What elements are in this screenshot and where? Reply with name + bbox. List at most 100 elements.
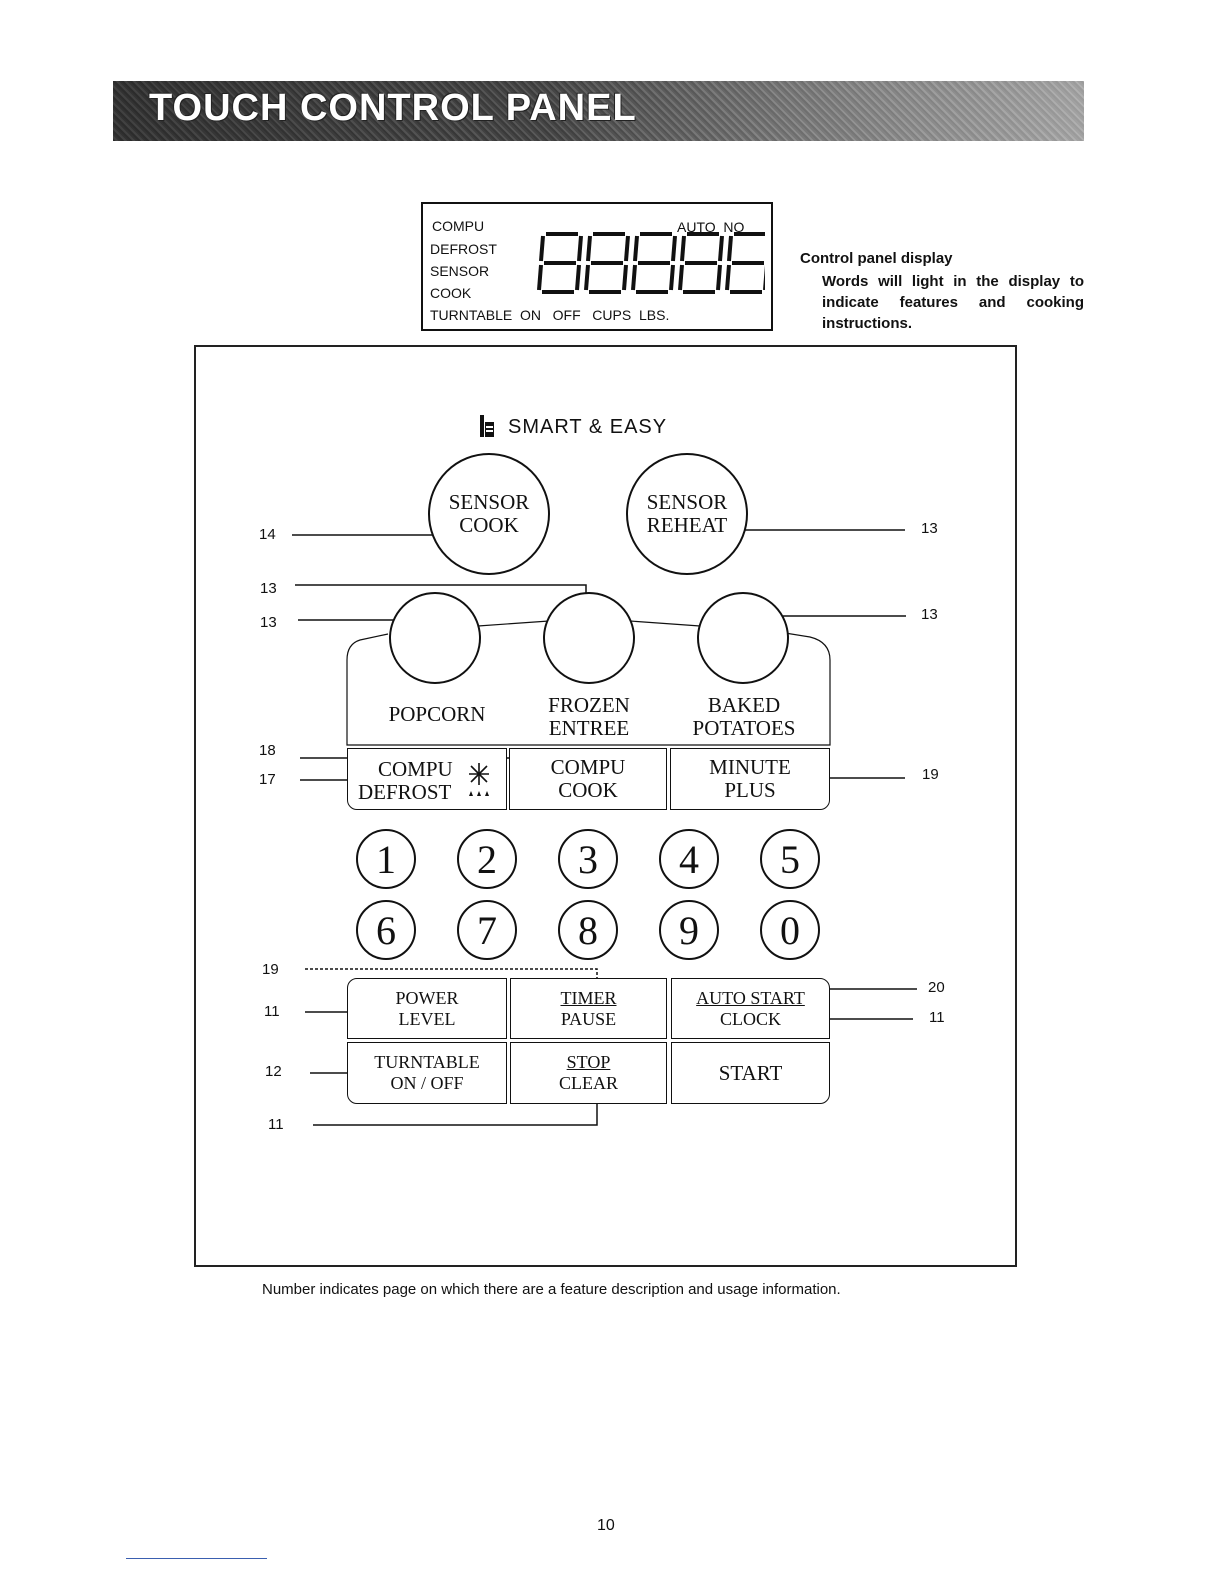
timer-pause-button[interactable]: TIMER PAUSE bbox=[510, 978, 667, 1039]
brand-logo-icon bbox=[480, 415, 494, 437]
digit-4-segment-2 bbox=[718, 235, 724, 262]
display-status-labels: TURNTABLE ON OFF CUPS LBS. bbox=[430, 307, 670, 323]
turntable-label-line1: TURNTABLE bbox=[374, 1052, 480, 1072]
frozen-entree-label-line2: ENTREE bbox=[548, 716, 630, 740]
display-note-title: Control panel display bbox=[800, 250, 953, 267]
callout-clock: 11 bbox=[929, 1009, 945, 1026]
frozen-entree-button[interactable] bbox=[543, 592, 635, 684]
sensor-reheat-label-line1: SENSOR bbox=[646, 490, 728, 514]
number-key-9[interactable]: 9 bbox=[659, 900, 719, 960]
number-key-5[interactable]: 5 bbox=[760, 829, 820, 889]
seven-segment-digits bbox=[537, 232, 765, 294]
timer-label: TIMER bbox=[560, 987, 617, 1008]
number-key-1[interactable]: 1 bbox=[356, 829, 416, 889]
bottom-rule bbox=[126, 1558, 267, 1559]
digit-1-segment-6 bbox=[539, 235, 545, 262]
stop-clear-button[interactable]: STOP CLEAR bbox=[510, 1042, 667, 1104]
digit-1-segment-3 bbox=[575, 264, 581, 291]
digit-3-segment-6 bbox=[633, 235, 639, 262]
compu-defrost-label-line2: DEFROST bbox=[358, 780, 452, 804]
minute-plus-label-line2: PLUS bbox=[724, 778, 776, 802]
digit-2-segment-2 bbox=[624, 235, 630, 262]
sensor-cook-button[interactable]: SENSOR COOK bbox=[428, 453, 550, 575]
popcorn-button[interactable] bbox=[389, 592, 481, 684]
popcorn-label: POPCORN bbox=[388, 702, 486, 726]
number-key-6[interactable]: 6 bbox=[356, 900, 416, 960]
digit-1-segment-5 bbox=[537, 264, 543, 291]
clock-label: CLOCK bbox=[719, 1008, 781, 1029]
digit-3-segment-3 bbox=[669, 264, 675, 291]
auto-start-label: AUTO START bbox=[696, 987, 805, 1008]
digit-2-segment-6 bbox=[586, 235, 592, 262]
frozen-entree-label-line1: FROZEN bbox=[548, 693, 630, 717]
banner-shading bbox=[113, 81, 1084, 141]
compu-cook-label-line1: COMPU bbox=[550, 755, 626, 779]
minute-plus-button[interactable]: MINUTE PLUS bbox=[670, 748, 830, 810]
baked-potatoes-button[interactable] bbox=[697, 592, 789, 684]
pause-label: PAUSE bbox=[560, 1008, 617, 1029]
digit-1-segment-2 bbox=[577, 235, 583, 262]
touch-control-panel bbox=[194, 345, 1017, 1267]
compu-defrost-button[interactable]: COMPU DEFROST bbox=[347, 748, 507, 810]
frozen-entree-label: FROZEN ENTREE bbox=[519, 694, 659, 740]
title-banner: TOUCH CONTROL PANEL bbox=[113, 81, 1084, 141]
callout-auto-start: 20 bbox=[928, 979, 945, 996]
digit-5-segment-5 bbox=[725, 264, 731, 291]
autostart-clock-button[interactable]: AUTO START CLOCK bbox=[671, 978, 830, 1039]
compu-cook-button[interactable]: COMPU COOK bbox=[509, 748, 667, 810]
page-title: TOUCH CONTROL PANEL bbox=[149, 87, 637, 129]
digit-4-segment-5 bbox=[678, 264, 684, 291]
digit-5-segment-6 bbox=[727, 235, 733, 262]
callout-sensor-cook: 14 bbox=[259, 526, 276, 543]
minute-plus-label-line1: MINUTE bbox=[709, 755, 791, 779]
digit-2-segment-5 bbox=[584, 264, 590, 291]
power-level-button[interactable]: POWER LEVEL bbox=[347, 978, 507, 1039]
number-key-0[interactable]: 0 bbox=[760, 900, 820, 960]
baked-potatoes-label-line2: POTATOES bbox=[692, 716, 796, 740]
callout-compu-defrost: 17 bbox=[259, 771, 276, 788]
callout-sensor-reheat: 13 bbox=[921, 520, 938, 537]
display-note-body: Words will light in the display to indic… bbox=[822, 273, 1084, 332]
turntable-label-line2: ON / OFF bbox=[390, 1073, 464, 1093]
callout-minute-plus: 19 bbox=[922, 766, 939, 783]
snowflake-icon bbox=[469, 763, 489, 796]
brand-label: SMART & EASY bbox=[508, 416, 668, 438]
display-compu-label: COMPU bbox=[432, 218, 485, 234]
sensor-cook-label-line2: COOK bbox=[459, 513, 519, 537]
sensor-reheat-label-line2: REHEAT bbox=[646, 513, 728, 537]
turntable-on-off-button[interactable]: TURNTABLE ON / OFF bbox=[347, 1042, 507, 1104]
compu-defrost-label-line1: COMPU bbox=[378, 757, 453, 781]
display-auto-no-label: AUTO NO bbox=[677, 219, 745, 235]
callout-turntable: 12 bbox=[265, 1063, 282, 1080]
display-cook-label: COOK bbox=[430, 285, 472, 301]
power-level-label-line2: LEVEL bbox=[398, 1008, 456, 1029]
sensor-reheat-button[interactable]: SENSOR REHEAT bbox=[626, 453, 748, 575]
callout-popcorn: 13 bbox=[260, 614, 277, 631]
clear-label: CLEAR bbox=[558, 1073, 618, 1093]
start-label: START bbox=[718, 1060, 783, 1085]
digit-3-segment-5 bbox=[631, 264, 637, 291]
digit-4-segment-6 bbox=[680, 235, 686, 262]
callout-frozen-entree: 13 bbox=[260, 580, 277, 597]
callout-timer: 19 bbox=[262, 961, 279, 978]
start-button[interactable]: START bbox=[671, 1042, 830, 1104]
digit-2-segment-3 bbox=[622, 264, 628, 291]
sensor-cook-label-line1: SENSOR bbox=[448, 490, 530, 514]
stop-label: STOP bbox=[566, 1052, 611, 1072]
control-panel-display: COMPU DEFROST SENSOR COOK AUTO NO TURNTA… bbox=[421, 202, 773, 331]
number-key-4[interactable]: 4 bbox=[659, 829, 719, 889]
page-number: 10 bbox=[597, 1517, 615, 1534]
number-key-7[interactable]: 7 bbox=[457, 900, 517, 960]
callout-power-level: 11 bbox=[264, 1003, 280, 1020]
number-key-3[interactable]: 3 bbox=[558, 829, 618, 889]
number-key-8[interactable]: 8 bbox=[558, 900, 618, 960]
footnote: Number indicates page on which there are… bbox=[262, 1281, 841, 1298]
number-key-2[interactable]: 2 bbox=[457, 829, 517, 889]
display-defrost-label: DEFROST bbox=[430, 241, 497, 257]
baked-potatoes-label-line1: BAKED bbox=[707, 693, 781, 717]
digit-4-segment-3 bbox=[716, 264, 722, 291]
display-sensor-label: SENSOR bbox=[430, 263, 490, 279]
callout-baked-potatoes: 13 bbox=[921, 606, 938, 623]
callout-compu-cook: 18 bbox=[259, 742, 276, 759]
